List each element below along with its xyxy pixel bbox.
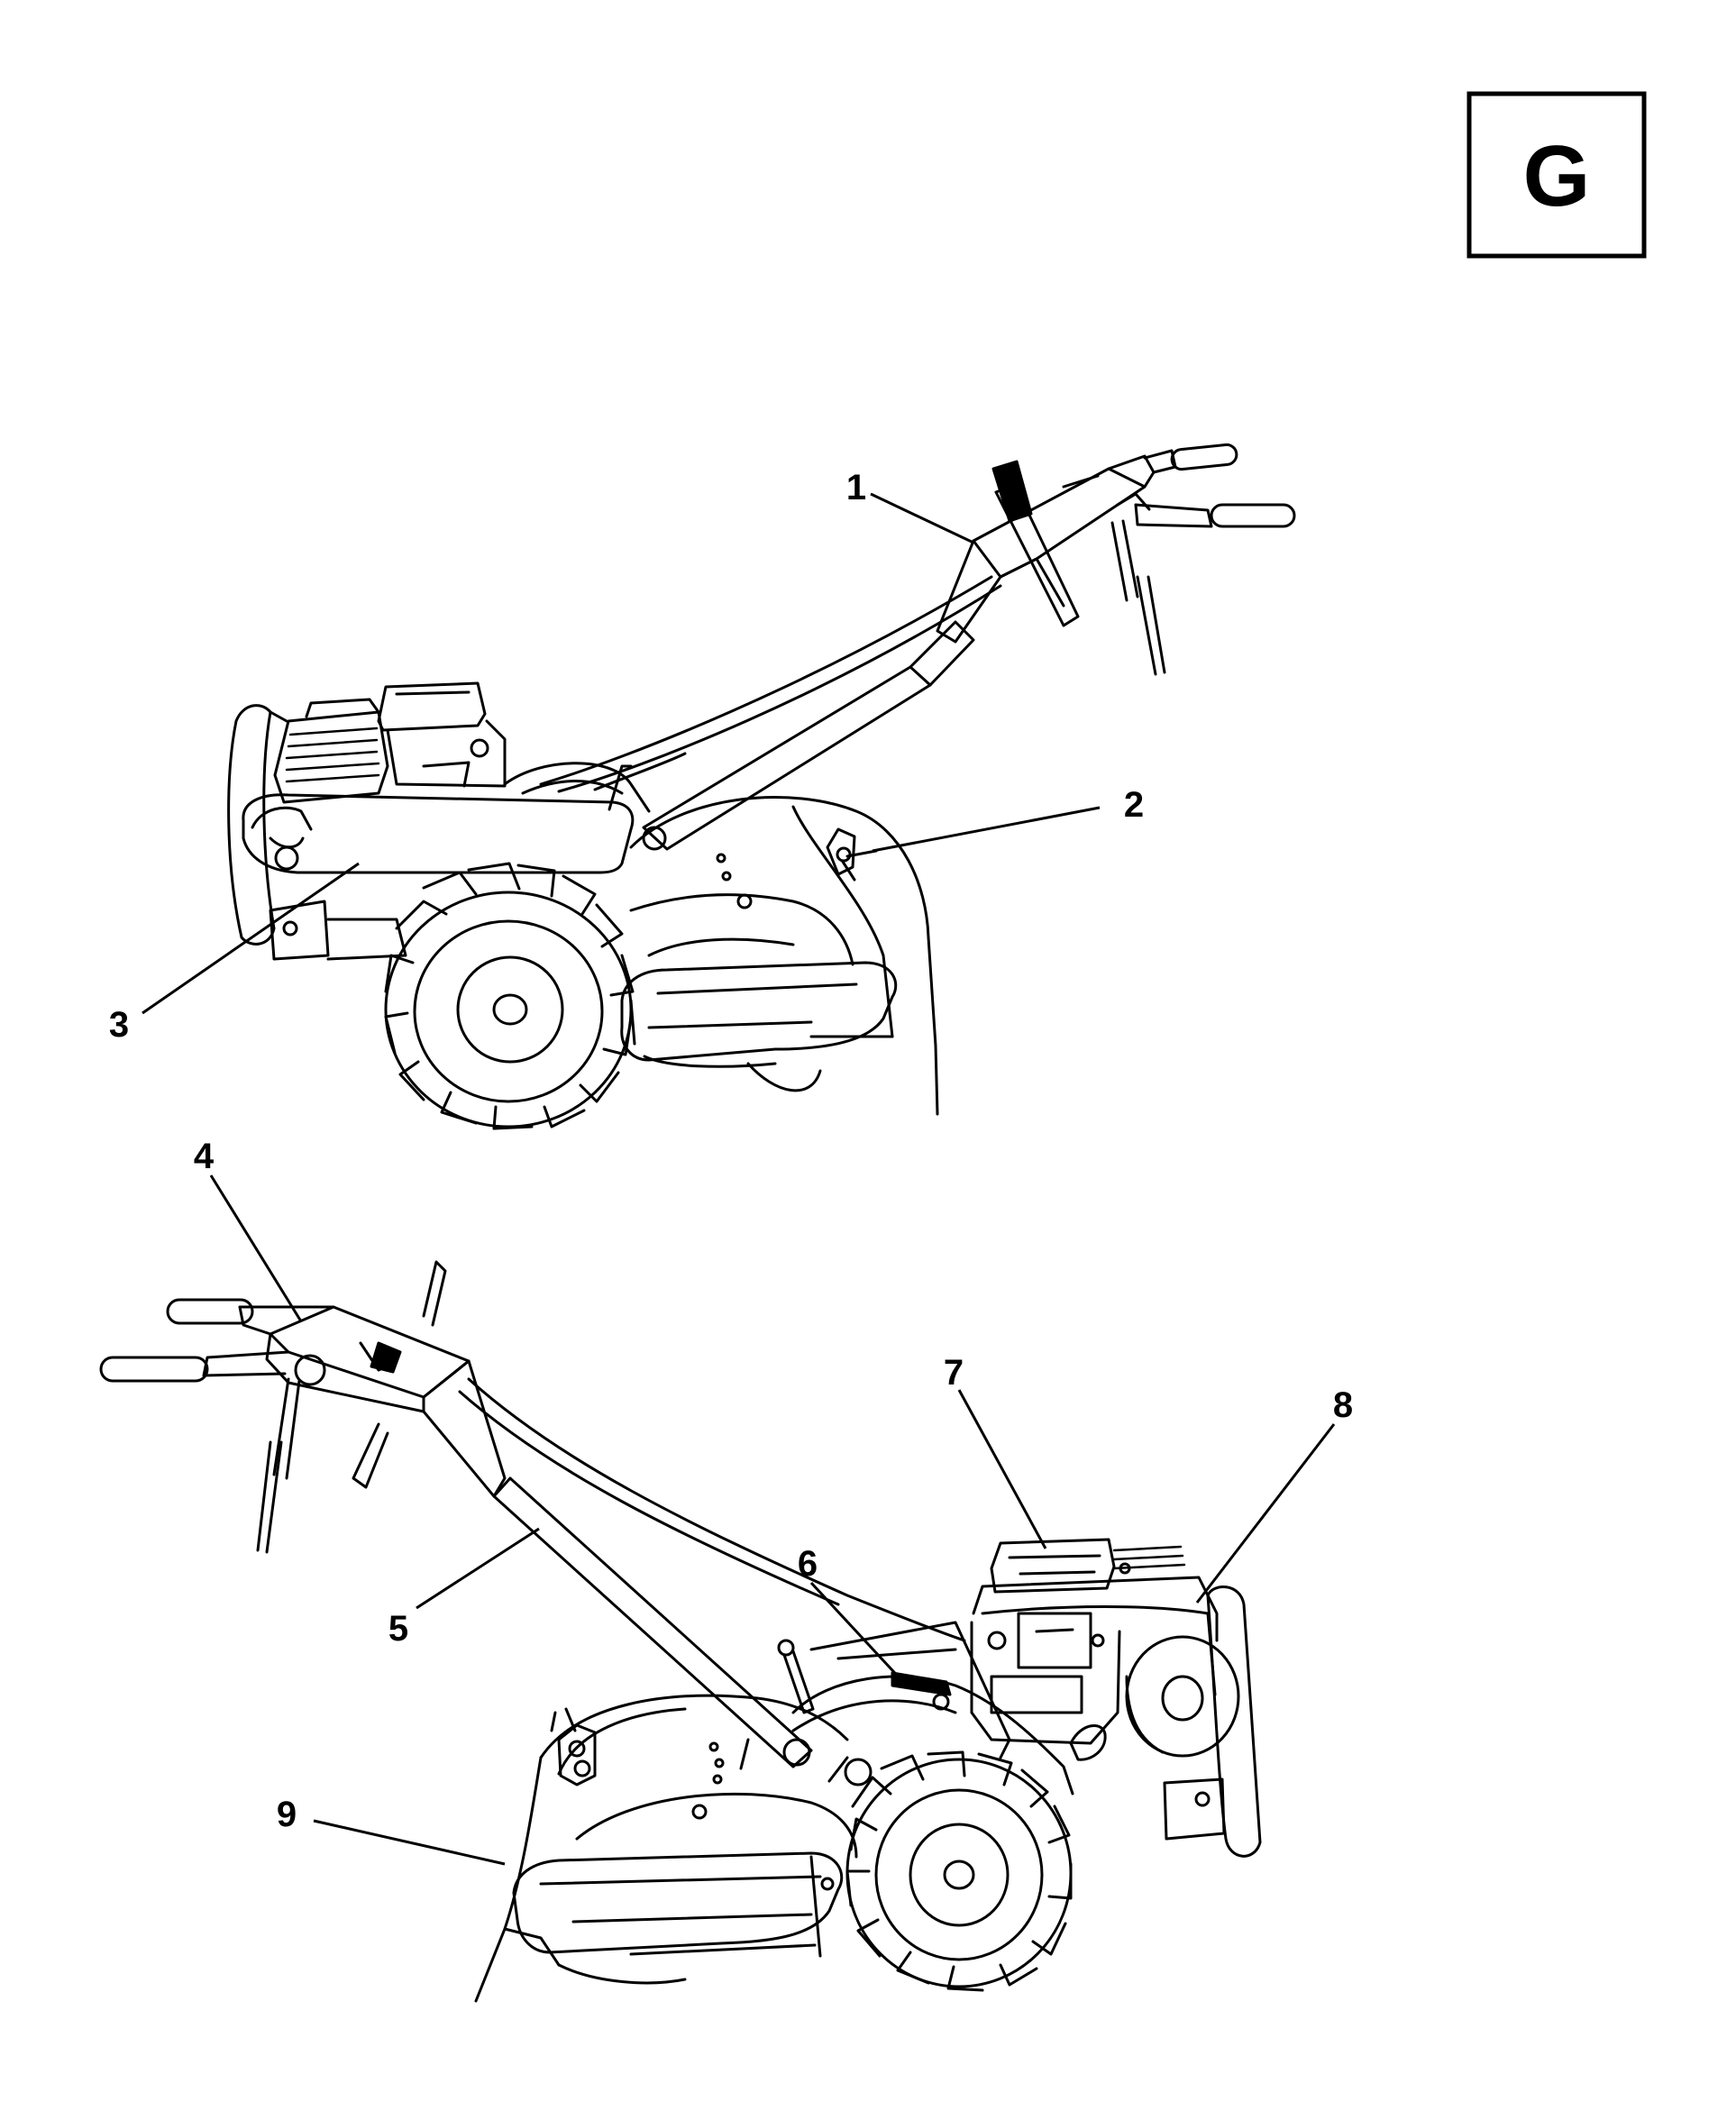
leader-line-7 [957, 1389, 1047, 1549]
callout-9: 9 [277, 1795, 297, 1834]
leader-line-6 [809, 1581, 905, 1684]
callout-7: 7 [944, 1353, 964, 1393]
leader-lines [142, 492, 1336, 1866]
section-label-box: G [1466, 91, 1647, 259]
callout-5: 5 [388, 1609, 408, 1649]
leader-line-5 [416, 1527, 540, 1610]
callout-1: 1 [846, 468, 866, 507]
leader-line-1 [870, 492, 974, 544]
callout-8: 8 [1333, 1385, 1353, 1425]
tiller-illustration-top [229, 443, 1294, 1129]
callout-2: 2 [1124, 785, 1144, 825]
tiller-illustration-bottom [101, 1262, 1260, 2001]
leader-line-4 [209, 1174, 303, 1322]
leader-line-2 [872, 806, 1101, 853]
section-label: G [1523, 128, 1591, 224]
leader-line-9 [313, 1819, 506, 1866]
callout-numbers: 1 2 3 4 5 6 7 8 9 [109, 468, 1353, 1834]
leader-line-3 [142, 862, 360, 1015]
callout-6: 6 [798, 1544, 818, 1584]
callout-4: 4 [194, 1137, 215, 1176]
callout-3: 3 [109, 1005, 129, 1045]
leader-line-8 [1195, 1423, 1336, 1604]
